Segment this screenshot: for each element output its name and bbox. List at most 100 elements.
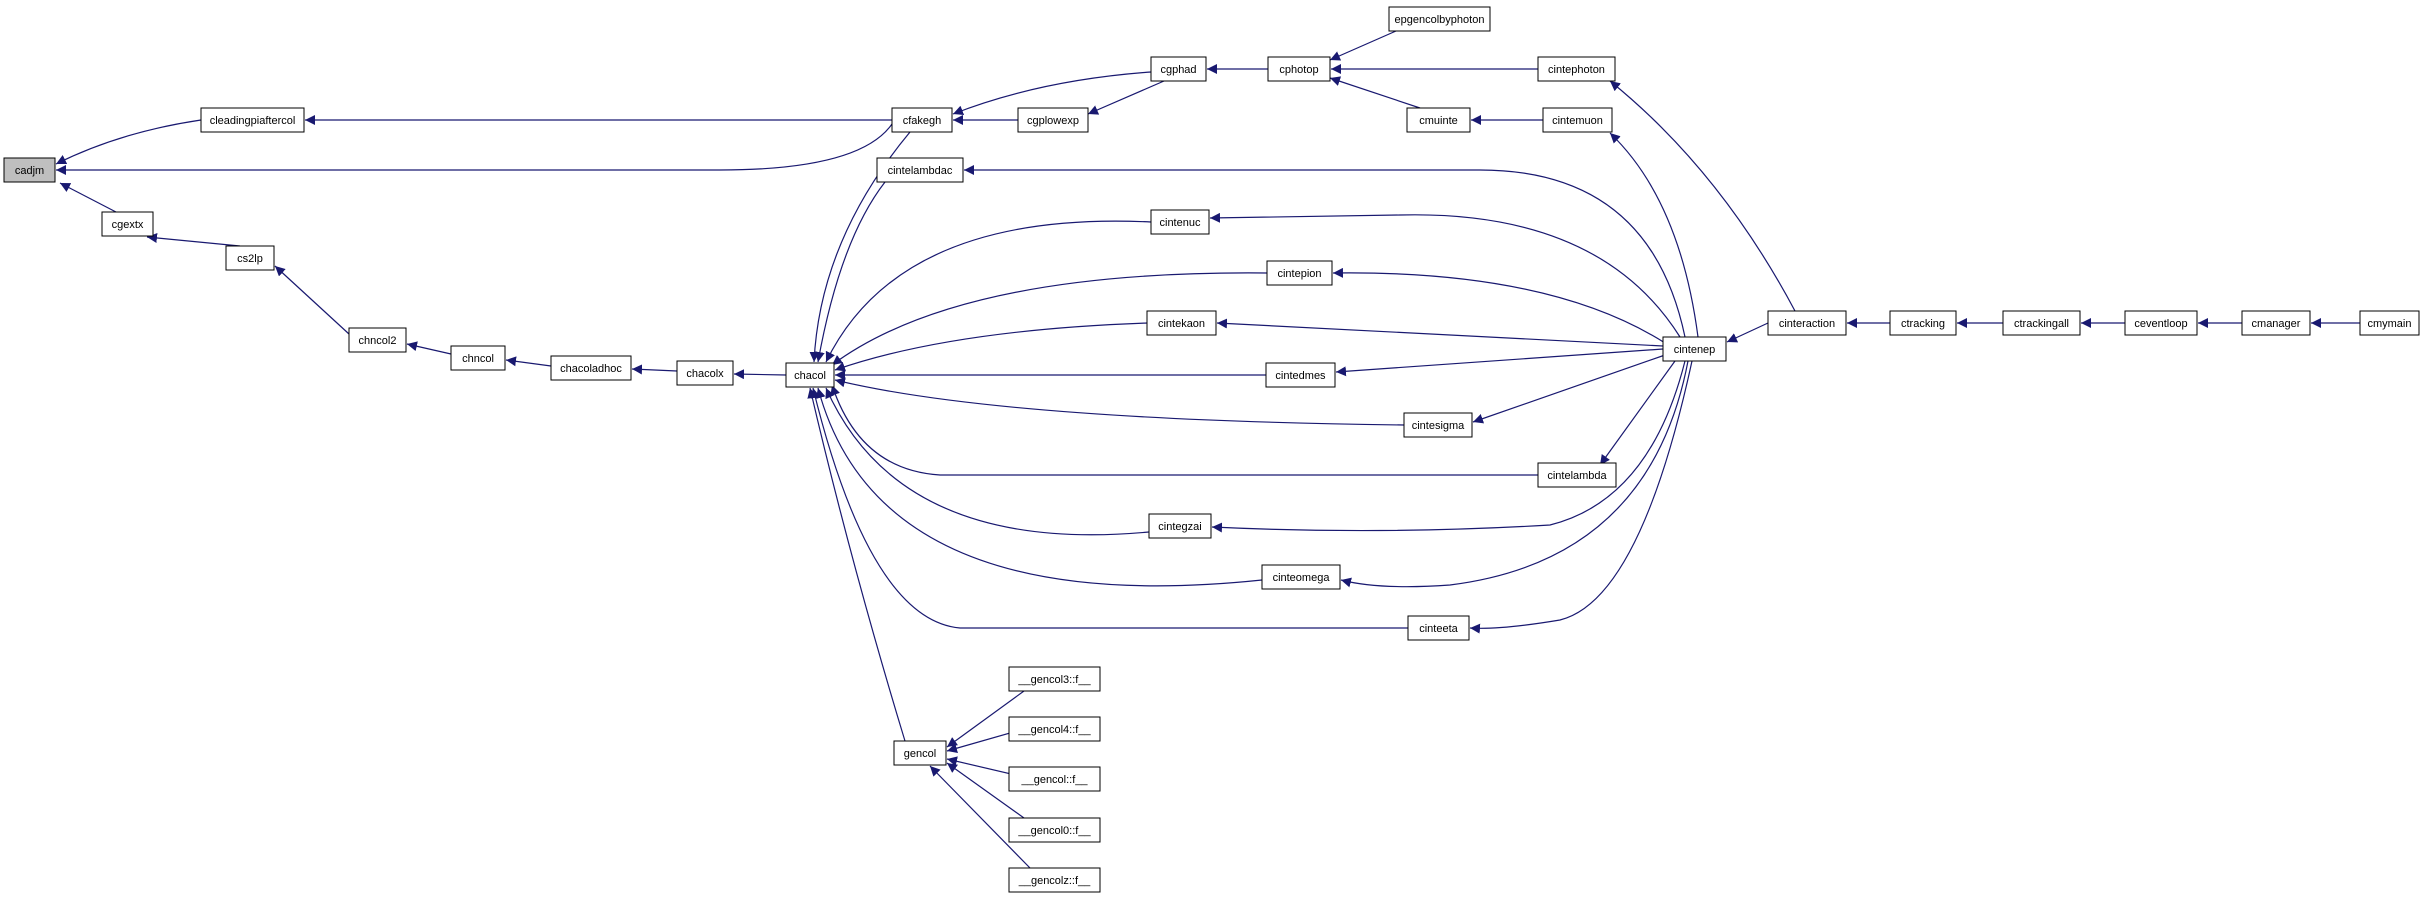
node-cphotop[interactable]: cphotop bbox=[1267, 56, 1331, 82]
node-gencol3[interactable]: __gencol3::f__ bbox=[1008, 666, 1101, 692]
edge-cintepion-to-chacol bbox=[831, 272, 1268, 366]
node-label: __gencolz::f__ bbox=[1018, 875, 1091, 887]
node-cintelambda[interactable]: cintelambda bbox=[1537, 462, 1617, 488]
node-box bbox=[676, 360, 734, 386]
node-box bbox=[1008, 716, 1101, 742]
node-label: cintemuon bbox=[1552, 115, 1603, 127]
node-cleadingpiaftercol[interactable]: cleadingpiaftercol bbox=[200, 107, 305, 133]
node-cintesigma[interactable]: cintesigma bbox=[1403, 412, 1473, 438]
edge-cleadingpiaftercol-to-cadjm bbox=[55, 119, 202, 165]
node-box bbox=[1146, 310, 1217, 336]
node-box bbox=[1889, 310, 1957, 336]
node-label: gencol bbox=[904, 748, 936, 760]
node-label: cinteraction bbox=[1779, 318, 1835, 330]
node-cmuinte[interactable]: cmuinte bbox=[1406, 107, 1471, 133]
node-box bbox=[1008, 817, 1101, 843]
edge-cmuinte-to-cphotop bbox=[1329, 76, 1421, 109]
edge-chacol-to-chacolx bbox=[733, 369, 787, 380]
node-chncol2[interactable]: chncol2 bbox=[348, 327, 407, 353]
node-cinteomega[interactable]: cinteomega bbox=[1261, 564, 1341, 590]
node-label: cs2lp bbox=[237, 253, 263, 265]
node-box bbox=[1017, 107, 1089, 133]
node-gencolz[interactable]: __gencolz::f__ bbox=[1008, 867, 1101, 893]
node-cmanager[interactable]: cmanager bbox=[2241, 310, 2311, 336]
node-box bbox=[348, 327, 407, 353]
node-label: cintenuc bbox=[1160, 217, 1201, 229]
node-box bbox=[1537, 56, 1616, 82]
node-label: cadjm bbox=[15, 165, 44, 177]
node-cintedmes[interactable]: cintedmes bbox=[1265, 362, 1336, 388]
edge-cintenep-to-cinteomega bbox=[1340, 360, 1689, 588]
node-box bbox=[1008, 766, 1101, 792]
node-gencol4[interactable]: __gencol4::f__ bbox=[1008, 716, 1101, 742]
edge-cgphad-to-cfakegh bbox=[952, 71, 1152, 116]
node-box bbox=[1537, 462, 1617, 488]
node-label: cintesigma bbox=[1412, 420, 1465, 432]
node-label: cphotop bbox=[1279, 64, 1318, 76]
node-box bbox=[891, 107, 953, 133]
node-label: cintenep bbox=[1674, 344, 1716, 356]
node-cintenuc[interactable]: cintenuc bbox=[1150, 209, 1210, 235]
node-cinteraction[interactable]: cinteraction bbox=[1767, 310, 1847, 336]
node-label: cintephoton bbox=[1548, 64, 1605, 76]
node-cintephoton[interactable]: cintephoton bbox=[1537, 56, 1616, 82]
node-label: cleadingpiaftercol bbox=[210, 115, 296, 127]
node-cgphad[interactable]: cgphad bbox=[1150, 56, 1207, 82]
node-box bbox=[893, 740, 947, 766]
node-box bbox=[1148, 513, 1212, 539]
edge-gencol3-to-gencol bbox=[946, 690, 1025, 748]
node-gencol0[interactable]: __gencol0::f__ bbox=[1008, 817, 1101, 843]
node-box bbox=[876, 157, 964, 183]
node-epgencolbyphoton[interactable]: epgencolbyphoton bbox=[1388, 6, 1491, 32]
node-box bbox=[1150, 56, 1207, 82]
node-ctrackingall[interactable]: ctrackingall bbox=[2002, 310, 2081, 336]
edge-chacoladhoc-to-chncol bbox=[505, 356, 552, 367]
edge-cintenep-to-cinteeta bbox=[1469, 360, 1693, 634]
node-label: cintepion bbox=[1277, 268, 1321, 280]
node-box bbox=[101, 211, 154, 237]
node-ctracking[interactable]: ctracking bbox=[1889, 310, 1957, 336]
node-chncol[interactable]: chncol bbox=[450, 345, 506, 371]
node-label: __gencol3::f__ bbox=[1017, 674, 1091, 686]
node-label: cgphad bbox=[1160, 64, 1196, 76]
node-cadjm[interactable]: cadjm bbox=[3, 157, 56, 183]
edge-cintenep-to-cintekaon bbox=[1216, 318, 1664, 347]
node-cintepion[interactable]: cintepion bbox=[1266, 260, 1333, 286]
node-box bbox=[785, 362, 835, 388]
node-chacoladhoc[interactable]: chacoladhoc bbox=[550, 355, 632, 381]
node-label: cmymain bbox=[2367, 318, 2411, 330]
node-cintegzai[interactable]: cintegzai bbox=[1148, 513, 1212, 539]
node-cs2lp[interactable]: cs2lp bbox=[225, 245, 275, 271]
node-label: chncol2 bbox=[359, 335, 397, 347]
node-cfakegh[interactable]: cfakegh bbox=[891, 107, 953, 133]
node-chacolx[interactable]: chacolx bbox=[676, 360, 734, 386]
node-cintemuon[interactable]: cintemuon bbox=[1542, 107, 1613, 133]
node-cintenep[interactable]: cintenep bbox=[1662, 336, 1727, 362]
node-chacol[interactable]: chacol bbox=[785, 362, 835, 388]
node-cmymain[interactable]: cmymain bbox=[2359, 310, 2420, 336]
node-label: cintelambdac bbox=[888, 165, 953, 177]
node-cintekaon[interactable]: cintekaon bbox=[1146, 310, 1217, 336]
node-ceventloop[interactable]: ceventloop bbox=[2124, 310, 2198, 336]
edge-cintekaon-to-chacol bbox=[834, 322, 1148, 372]
edge-cintenep-to-cintelambda bbox=[1599, 360, 1676, 466]
edge-cintesigma-to-chacol bbox=[834, 377, 1405, 426]
node-gencol1[interactable]: __gencol::f__ bbox=[1008, 766, 1101, 792]
node-gencol[interactable]: gencol bbox=[893, 740, 947, 766]
node-box bbox=[550, 355, 632, 381]
edges-layer bbox=[55, 30, 2360, 869]
node-label: cintedmes bbox=[1275, 370, 1326, 382]
node-box bbox=[1767, 310, 1847, 336]
node-cinteeta[interactable]: cinteeta bbox=[1407, 615, 1470, 641]
node-box bbox=[200, 107, 305, 133]
node-label: ceventloop bbox=[2134, 318, 2187, 330]
nodes-layer: cadjm cleadingpiaftercol cgextx cs2lp chncol… bbox=[3, 6, 2420, 893]
node-label: cintelambda bbox=[1547, 470, 1607, 482]
node-box bbox=[1388, 6, 1491, 32]
edge-gencol0-to-gencol bbox=[946, 762, 1025, 819]
node-cgextx[interactable]: cgextx bbox=[101, 211, 154, 237]
node-label: chacoladhoc bbox=[560, 363, 622, 375]
node-cintelambdac[interactable]: cintelambdac bbox=[876, 157, 964, 183]
edge-epgencolbyphoton-to-cphotop bbox=[1329, 30, 1397, 61]
node-cgplowexp[interactable]: cgplowexp bbox=[1017, 107, 1089, 133]
